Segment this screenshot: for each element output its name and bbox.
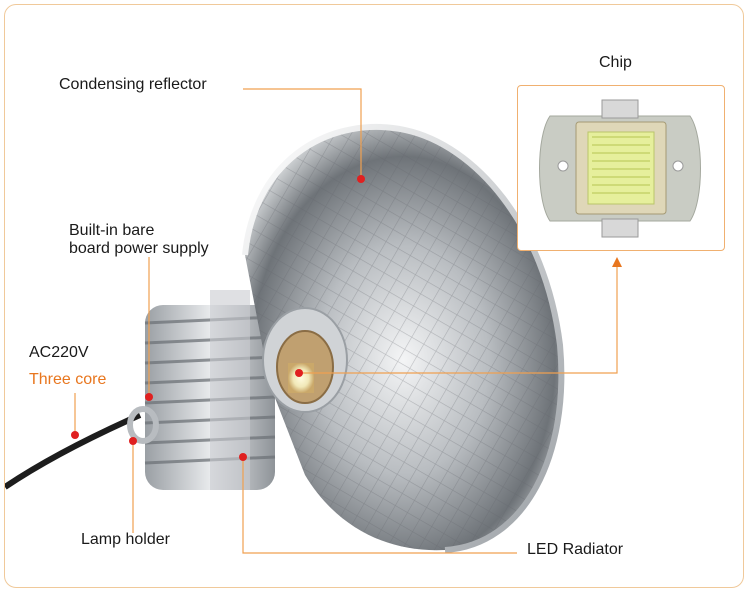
label-power-supply-line2: board power supply [69, 240, 209, 257]
heat-sink [144, 290, 276, 490]
chip-arrow [612, 257, 622, 267]
product-diagram: Condensing reflector Chip Built-in bare … [4, 4, 744, 588]
chip-inset-box [517, 85, 725, 251]
lamp-holder-ring [127, 406, 159, 444]
label-power-supply-line1: Built-in bare [69, 222, 155, 239]
callout-markers [71, 175, 365, 461]
marker-power-supply [145, 393, 153, 401]
lamp-illustration [5, 88, 622, 554]
led-chip-in-lamp [288, 363, 314, 393]
marker-three-core [71, 431, 79, 439]
label-condensing-reflector: Condensing reflector [59, 76, 207, 93]
label-chip: Chip [599, 54, 632, 71]
label-three-core: Three core [29, 371, 107, 388]
chip-image [539, 99, 701, 238]
label-led-radiator: LED Radiator [527, 541, 624, 558]
marker-lamp-holder [129, 437, 137, 445]
reflector [242, 123, 565, 553]
leader-lines [74, 88, 618, 554]
marker-led-radiator [239, 453, 247, 461]
marker-chip [295, 369, 303, 377]
label-lamp-holder: Lamp holder [81, 531, 170, 548]
label-ac-voltage: AC220V [29, 344, 89, 361]
marker-reflector [357, 175, 365, 183]
power-cable [5, 412, 142, 490]
